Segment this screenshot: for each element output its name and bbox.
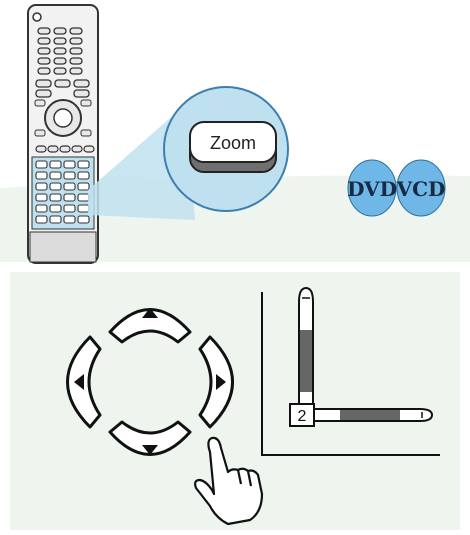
remote-keypad bbox=[36, 28, 89, 97]
remote-control bbox=[28, 5, 98, 263]
vertical-pan-slider bbox=[299, 288, 313, 406]
top-illustration: Zoom DVD VCD bbox=[0, 0, 470, 272]
horizontal-pan-fill bbox=[340, 410, 400, 420]
bottom-panel: 2 bbox=[0, 272, 470, 535]
vcd-badge-label: VCD bbox=[396, 177, 446, 201]
horizontal-pan-slider bbox=[313, 409, 432, 421]
dvd-badge-label: DVD bbox=[347, 177, 397, 201]
power-button[interactable] bbox=[33, 13, 41, 21]
zoom-level-label: 2 bbox=[298, 408, 307, 425]
bottom-illustration: 2 bbox=[0, 272, 470, 535]
zoom-button-label: Zoom bbox=[210, 133, 256, 153]
vertical-pan-fill bbox=[300, 330, 312, 392]
remote-enter-button[interactable] bbox=[54, 109, 72, 127]
top-panel: Zoom DVD VCD bbox=[0, 0, 470, 272]
